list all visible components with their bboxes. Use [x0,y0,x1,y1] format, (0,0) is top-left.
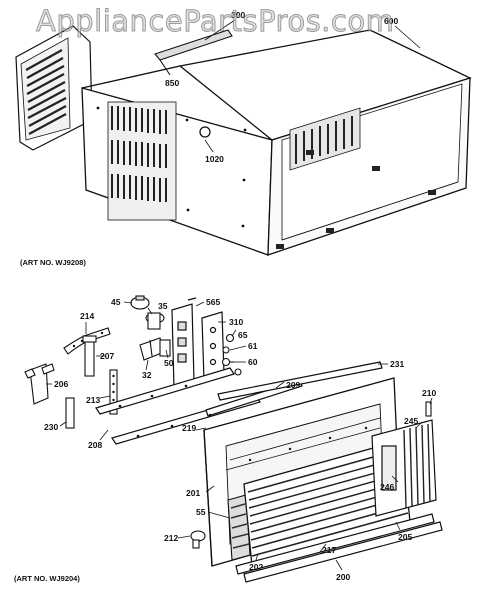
art-number-lower: (ART NO. WJ9204) [14,574,80,583]
part-number-208: 208 [88,440,102,450]
part-number-246: 246 [380,482,394,492]
part-number-230: 230 [44,422,58,432]
watermark-text: AppliancePartsPros.com [35,4,395,39]
trim-200 [235,513,443,583]
top-rail-850 [154,29,233,76]
rear-grille-300 [15,25,93,151]
part-number-245: 245 [404,416,418,426]
part-number-55: 55 [196,507,206,517]
part-number-35: 35 [158,301,168,311]
filter-55 [227,494,251,561]
strip-231 [217,361,383,401]
part-number-213: 213 [86,395,100,405]
part-number-200: 200 [336,572,350,582]
capacitor-45 [130,295,150,310]
part-number-217: 217 [322,545,336,555]
lower-leader-lines [46,301,433,571]
part-number-600: 600 [384,16,398,26]
part-number-310: 310 [229,317,243,327]
clamp-35 [145,312,165,330]
part-number-214: 214 [80,311,94,321]
part-number-231: 231 [390,359,404,369]
part-number-1020: 1020 [205,154,224,164]
part-number-212: 212 [164,533,178,543]
art-number-upper: (ART NO. WJ9208) [20,258,86,267]
part-number-61: 61 [248,341,258,351]
cabinet-600 [81,29,472,256]
door-245-246 [371,419,437,517]
knobs-65-61-60 [221,333,242,376]
clip-210 [425,401,432,417]
lower-part-numbers: 214 45 35 565 310 65 61 60 207 206 32 50… [44,297,436,582]
part-number-202: 202 [249,562,263,572]
bracket-207 [82,335,97,377]
upper-leader-lines [204,19,421,153]
part-number-565: 565 [206,297,220,307]
part-number-207: 207 [100,351,114,361]
knob-212 [190,530,206,549]
bracket-50 [159,339,171,357]
part-number-210: 210 [422,388,436,398]
bracket-206 [24,363,55,405]
part-number-205: 205 [398,532,412,542]
part-number-65: 65 [238,330,248,340]
upper-part-numbers: 300 600 850 1020 [165,10,398,164]
part-number-60: 60 [248,357,258,367]
part-number-206: 206 [54,379,68,389]
part-number-32: 32 [142,370,152,380]
part-number-219: 219 [182,423,196,433]
control-panel-565 [171,297,197,389]
part-number-209: 209 [286,380,300,390]
part-number-50: 50 [164,358,174,368]
strip-230 [65,397,75,429]
part-number-201: 201 [186,488,200,498]
part-number-300: 300 [231,10,245,20]
part-number-850: 850 [165,78,179,88]
part-number-45: 45 [111,297,121,307]
